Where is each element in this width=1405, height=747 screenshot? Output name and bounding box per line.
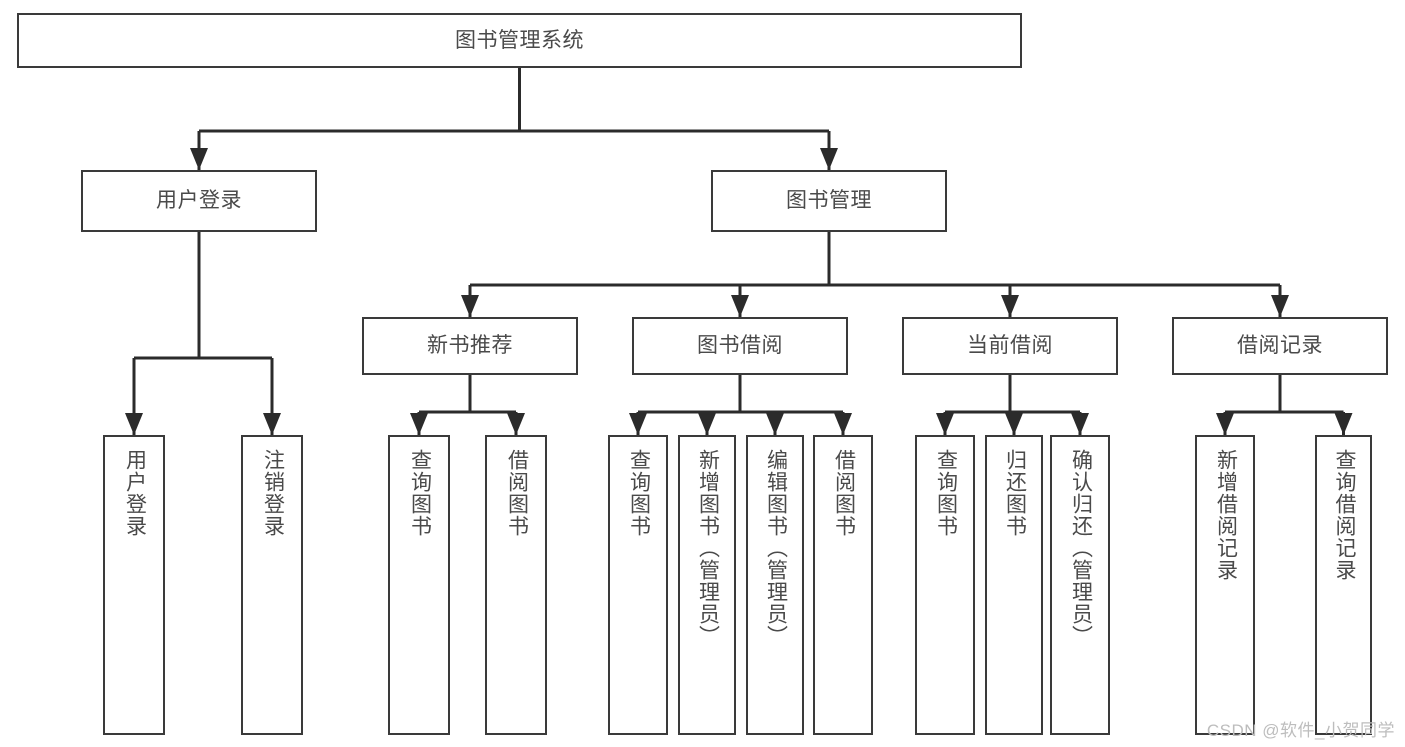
node-book-management-system[interactable]: 图书管理系统 [17,13,1022,68]
node-label: 借阅图书 [832,449,856,537]
node-label: 图书管理系统 [455,28,584,52]
node-label: 用户登录 [123,449,147,537]
node-label: 新增借阅记录 [1214,449,1238,581]
leaf-user-logout[interactable]: 注销登录 [241,435,303,735]
node-user-login[interactable]: 用户登录 [81,170,317,232]
leaf-user-login[interactable]: 用户登录 [103,435,165,735]
node-label: 借阅图书 [505,449,529,537]
leaf-confirm-return-admin[interactable]: 确认归还（管理员） [1050,435,1110,735]
node-label: 查询图书 [934,449,958,537]
node-label: 图书管理 [786,189,872,213]
node-borrowing-records[interactable]: 借阅记录 [1172,317,1388,375]
csdn-watermark: CSDN @软件_小贺同学 [1206,721,1395,740]
leaf-edit-book-admin[interactable]: 编辑图书（管理员） [746,435,804,735]
node-label: 注销登录 [261,449,285,537]
node-label: 查询借阅记录 [1332,449,1356,581]
node-label: 编辑图书（管理员） [764,449,788,647]
node-label: 借阅记录 [1237,334,1323,358]
leaf-return-books[interactable]: 归还图书 [985,435,1043,735]
node-book-borrowing[interactable]: 图书借阅 [632,317,848,375]
node-label: 新书推荐 [427,334,513,358]
node-label: 确认归还（管理员） [1069,449,1093,647]
leaf-borrow-books-recommendation[interactable]: 借阅图书 [485,435,547,735]
node-new-book-recommendation[interactable]: 新书推荐 [362,317,578,375]
node-current-borrowing[interactable]: 当前借阅 [902,317,1118,375]
leaf-add-borrow-record[interactable]: 新增借阅记录 [1195,435,1255,735]
node-label: 当前借阅 [967,334,1053,358]
node-label: 查询图书 [408,449,432,537]
node-label: 归还图书 [1003,449,1027,537]
node-book-management[interactable]: 图书管理 [711,170,947,232]
leaf-query-borrow-record[interactable]: 查询借阅记录 [1315,435,1372,735]
leaf-query-books-recommendation[interactable]: 查询图书 [388,435,450,735]
node-label: 用户登录 [156,189,242,213]
leaf-borrow-books[interactable]: 借阅图书 [813,435,873,735]
leaf-query-books-current[interactable]: 查询图书 [915,435,975,735]
node-label: 查询图书 [627,449,651,537]
node-label: 图书借阅 [697,334,783,358]
leaf-query-books-borrowing[interactable]: 查询图书 [608,435,668,735]
node-label: 新增图书（管理员） [696,449,720,647]
leaf-add-book-admin[interactable]: 新增图书（管理员） [678,435,736,735]
